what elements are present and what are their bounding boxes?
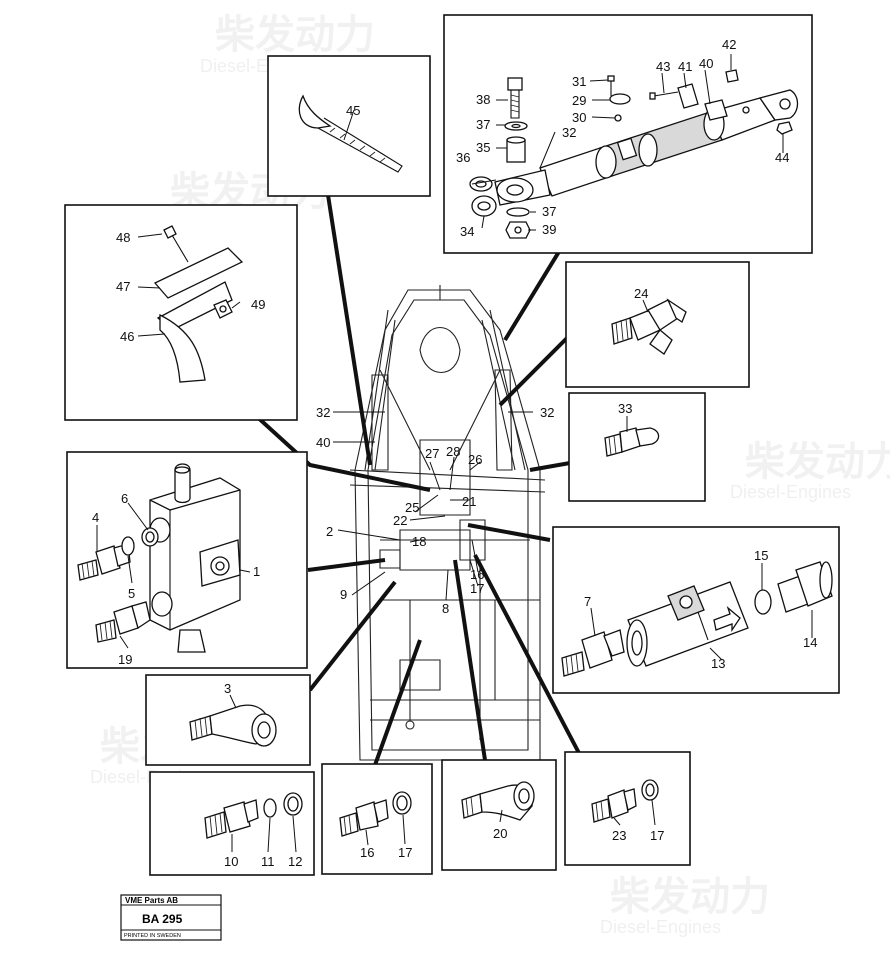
callout-6: 6 <box>121 491 128 506</box>
callout-22: 22 <box>393 513 407 528</box>
panel-connector-lines <box>253 194 582 766</box>
callout-3: 3 <box>224 681 231 696</box>
callout-9: 9 <box>340 587 347 602</box>
svg-text:柴发动力: 柴发动力 <box>610 874 770 920</box>
callout-11: 11 <box>261 854 275 869</box>
callout-4: 4 <box>92 510 99 525</box>
svg-text:Diesel-Engines: Diesel-Engines <box>730 482 851 502</box>
callout-37-bottom: 37 <box>542 204 556 219</box>
callout-21: 21 <box>462 494 476 509</box>
callout-12: 12 <box>288 854 302 869</box>
callout-labels: 1 2 3 4 5 6 7 8 9 10 11 12 13 14 15 16 1… <box>92 37 817 869</box>
callout-49: 49 <box>251 297 265 312</box>
callout-30: 30 <box>572 110 586 125</box>
callout-43: 43 <box>656 59 670 74</box>
callout-18: 18 <box>412 534 426 549</box>
callout-1: 1 <box>253 564 260 579</box>
callout-32-top: 32 <box>562 125 576 140</box>
loader-frame-outline <box>349 285 546 761</box>
svg-text:柴发动力: 柴发动力 <box>215 12 375 58</box>
panel-guard-plate <box>64 204 298 421</box>
watermark: 柴发动力 Diesel-Engines 柴发动力 Diesel-Engines … <box>90 12 890 937</box>
panel-elbow-20 <box>441 759 557 871</box>
callout-33: 33 <box>618 401 632 416</box>
callout-40-left: 40 <box>316 435 330 450</box>
callout-17-panel-a: 17 <box>398 845 412 860</box>
callout-36: 36 <box>456 150 470 165</box>
callout-7: 7 <box>584 594 591 609</box>
callout-2: 2 <box>326 524 333 539</box>
panel-nipple-33 <box>568 392 706 502</box>
callout-37-top: 37 <box>476 117 490 132</box>
panel-fitting-16-17 <box>321 763 433 875</box>
callout-34: 34 <box>460 224 474 239</box>
callout-23: 23 <box>612 828 626 843</box>
callout-38: 38 <box>476 92 490 107</box>
callout-46: 46 <box>120 329 134 344</box>
callout-42: 42 <box>722 37 736 52</box>
panel-fitting-24 <box>565 261 750 388</box>
callout-32-right: 32 <box>540 405 554 420</box>
callout-25: 25 <box>405 500 419 515</box>
callout-48: 48 <box>116 230 130 245</box>
callout-10: 10 <box>224 854 238 869</box>
callout-15: 15 <box>754 548 768 563</box>
callout-14: 14 <box>803 635 817 650</box>
callout-40-top: 40 <box>699 56 713 71</box>
stamp-company: VME Parts AB <box>125 896 178 905</box>
panel-check-valve <box>552 526 840 694</box>
callout-24: 24 <box>634 286 648 301</box>
stamp-printed: PRINTED IN SWEDEN <box>124 933 181 939</box>
callout-44: 44 <box>775 150 789 165</box>
svg-text:柴发动力: 柴发动力 <box>745 439 890 485</box>
callout-19: 19 <box>118 652 132 667</box>
callout-31: 31 <box>572 74 586 89</box>
callout-39: 39 <box>542 222 556 237</box>
frame-leaders <box>333 411 533 601</box>
panel-elbow-3 <box>145 674 311 766</box>
callout-47: 47 <box>116 279 130 294</box>
callout-27: 27 <box>425 446 439 461</box>
callout-5: 5 <box>128 586 135 601</box>
callout-29: 29 <box>572 93 586 108</box>
callout-32-left: 32 <box>316 405 330 420</box>
panel-valve-block <box>66 451 308 669</box>
panel-fitting-23-17 <box>564 751 691 866</box>
callout-41: 41 <box>678 59 692 74</box>
callout-17-frame: 17 <box>470 581 484 596</box>
panel-cable-tie <box>267 55 431 197</box>
callout-16-frame: 16 <box>470 567 484 582</box>
callout-20: 20 <box>493 826 507 841</box>
callout-26: 26 <box>468 452 482 467</box>
document-stamp: VME Parts AB BA 295 PRINTED IN SWEDEN <box>120 894 222 941</box>
callout-16-panel: 16 <box>360 845 374 860</box>
callout-45: 45 <box>346 103 360 118</box>
callout-8: 8 <box>442 601 449 616</box>
svg-text:Diesel-Engines: Diesel-Engines <box>600 917 721 937</box>
panel-fitting-10-11-12 <box>149 771 315 876</box>
callout-13: 13 <box>711 656 725 671</box>
panel-cylinder-assembly <box>443 14 813 254</box>
callout-35: 35 <box>476 140 490 155</box>
callout-28: 28 <box>446 444 460 459</box>
stamp-code: BA 295 <box>142 912 183 926</box>
callout-17-panel-b: 17 <box>650 828 664 843</box>
